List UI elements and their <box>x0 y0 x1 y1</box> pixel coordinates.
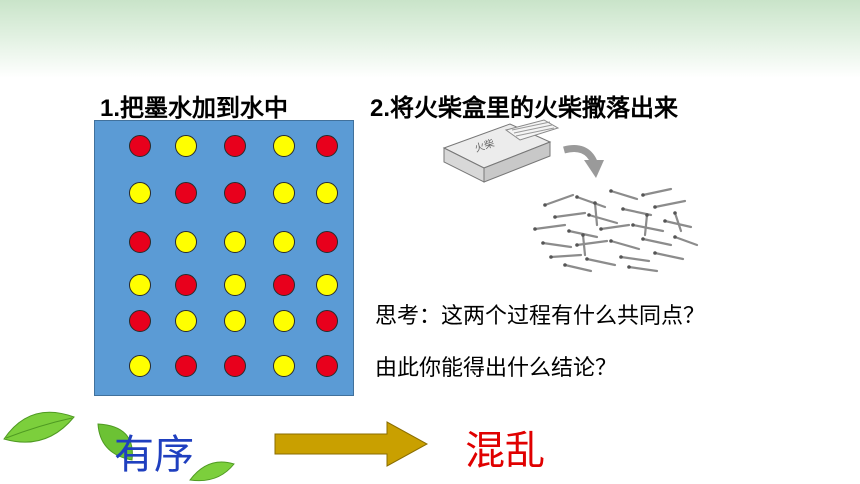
dot-yellow <box>273 182 295 204</box>
heading-matches-scatter: 2.将火柴盒里的火柴撒落出来 <box>370 95 679 122</box>
question-line-2: 由此你能得出什么结论？ <box>375 356 618 381</box>
match-head <box>653 205 657 209</box>
match-stick <box>641 237 673 247</box>
word-ordered: 有序 <box>114 432 194 478</box>
scattered-matches <box>533 187 699 273</box>
match-stick <box>609 239 641 251</box>
dot-yellow <box>175 310 197 332</box>
match-stick <box>609 189 639 201</box>
match-stick <box>653 251 685 261</box>
right-arrow-icon <box>274 421 429 467</box>
match-head <box>645 213 649 217</box>
match-stick <box>549 253 583 259</box>
match-head <box>575 195 579 199</box>
leaf-icon <box>97 423 133 461</box>
match-head <box>585 257 589 261</box>
match-head <box>673 235 677 239</box>
match-stick <box>653 199 687 209</box>
match-head <box>587 213 591 217</box>
match-head <box>541 241 545 245</box>
match-head <box>609 189 613 193</box>
match-stick <box>643 213 649 237</box>
dot-yellow <box>224 231 246 253</box>
dot-yellow <box>224 310 246 332</box>
match-head <box>543 203 547 207</box>
match-head <box>533 227 537 231</box>
matchbox-icon: 火柴 <box>442 119 560 183</box>
match-head <box>653 251 657 255</box>
dot-yellow <box>273 355 295 377</box>
match-stick <box>673 235 699 247</box>
dot-yellow <box>273 135 295 157</box>
dot-yellow <box>129 274 151 296</box>
dot-red <box>175 182 197 204</box>
dot-red <box>129 310 151 332</box>
match-stick <box>543 193 575 207</box>
match-stick <box>641 187 673 197</box>
match-head <box>673 211 677 215</box>
match-head <box>631 223 635 227</box>
match-head <box>553 215 557 219</box>
dot-yellow <box>224 274 246 296</box>
dot-red <box>316 135 338 157</box>
dot-red <box>224 355 246 377</box>
curved-arrow-icon <box>563 145 604 178</box>
dot-red <box>224 135 246 157</box>
match-stick <box>585 257 617 267</box>
match-head <box>549 255 553 259</box>
match-stick <box>553 211 587 219</box>
match-head <box>563 263 567 267</box>
header-band <box>0 0 860 78</box>
match-stick <box>587 213 619 225</box>
match-head <box>593 201 597 205</box>
question-line-1: 思考：这两个过程有什么共同点？ <box>375 304 706 329</box>
dot-yellow <box>175 231 197 253</box>
match-stick <box>627 265 659 273</box>
match-stick <box>581 233 587 257</box>
match-stick <box>541 241 573 249</box>
match-head <box>663 219 667 223</box>
dot-red <box>175 355 197 377</box>
match-head <box>567 229 571 233</box>
match-stick <box>599 223 631 231</box>
match-stick <box>593 201 599 227</box>
match-head <box>619 255 623 259</box>
dot-red <box>316 231 338 253</box>
dot-yellow <box>129 182 151 204</box>
leaf-icon <box>3 411 75 443</box>
match-head <box>599 227 603 231</box>
dot-yellow <box>316 182 338 204</box>
match-head <box>641 237 645 241</box>
dot-yellow <box>129 355 151 377</box>
match-stick <box>673 211 683 233</box>
match-head <box>575 243 579 247</box>
match-head <box>609 239 613 243</box>
dot-yellow <box>316 274 338 296</box>
match-stick <box>631 223 665 233</box>
match-head <box>581 233 585 237</box>
dot-red <box>129 231 151 253</box>
leaf-icon <box>189 461 235 482</box>
word-chaos: 混乱 <box>465 428 545 474</box>
dot-red <box>175 274 197 296</box>
ink-dot-grid <box>94 120 354 396</box>
dot-red <box>224 182 246 204</box>
dot-red <box>316 310 338 332</box>
match-stick <box>619 255 651 263</box>
dot-yellow <box>273 310 295 332</box>
dot-yellow <box>175 135 197 157</box>
match-stick <box>575 239 609 247</box>
match-head <box>621 207 625 211</box>
dot-red <box>129 135 151 157</box>
dot-yellow <box>273 231 295 253</box>
dot-red <box>273 274 295 296</box>
dot-red <box>316 355 338 377</box>
match-head <box>627 265 631 269</box>
match-head <box>641 193 645 197</box>
match-stick <box>563 263 593 273</box>
heading-ink-in-water: 1.把墨水加到水中 <box>100 95 289 122</box>
match-stick <box>575 195 607 209</box>
match-stick <box>533 223 567 231</box>
